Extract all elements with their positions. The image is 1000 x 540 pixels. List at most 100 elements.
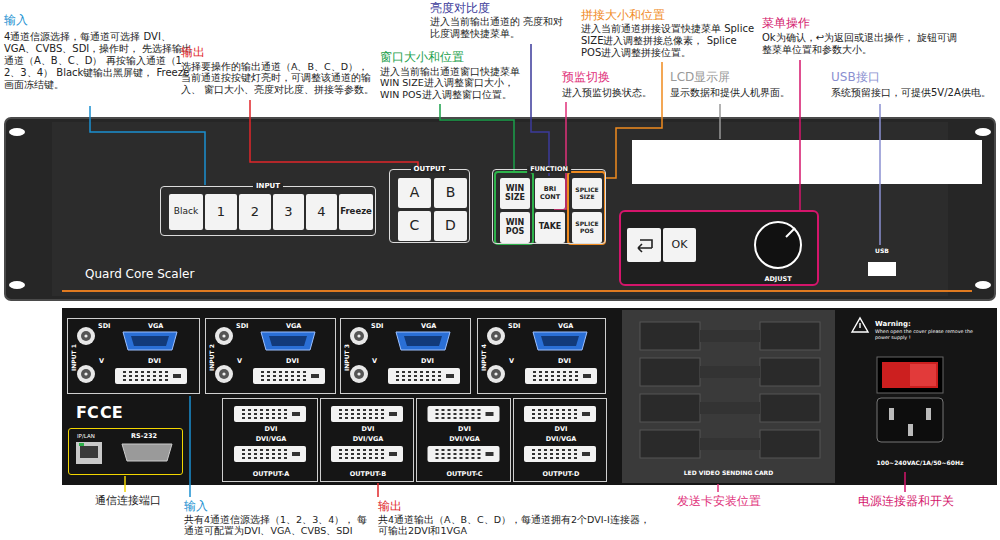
bnc-connector [77, 365, 95, 383]
node-text: INPUT 1 [71, 344, 77, 371]
vga-inner [269, 336, 307, 346]
button: D [434, 211, 467, 241]
dvi-pin [272, 409, 275, 411]
button: 3 [273, 194, 304, 230]
dvi-pin [284, 453, 287, 455]
dvi-pin [278, 409, 281, 411]
dvi-pin [442, 457, 445, 459]
dvi-connector [331, 406, 403, 422]
dvi-pin [466, 417, 469, 419]
callout-text: 共4通道输出（A、B、C、D），每通道拥有2个DVI-I连接器， 可输出2DVI… [378, 514, 658, 537]
dvi-pin [297, 375, 300, 377]
dvi-pin [369, 449, 372, 451]
dvi-pin [448, 409, 451, 411]
dvi-pin [551, 379, 554, 381]
node-text: DVI [321, 426, 415, 433]
card-slot-rail [700, 330, 760, 342]
dvi-pin [141, 375, 144, 377]
dvi-pin [532, 449, 535, 451]
vga-connector [396, 332, 450, 350]
dvi-pin [533, 371, 536, 373]
node-text: VGA [286, 323, 301, 330]
dvi-pin [345, 409, 348, 411]
dvi-pin [272, 417, 275, 419]
dvi-pin [339, 409, 342, 411]
dvi-pin [533, 375, 536, 377]
button-group: OUTPUTABCD [389, 169, 470, 243]
callout-heading: 拼接大小和位置 [581, 8, 665, 22]
card-slot [640, 322, 700, 350]
dvi-pin [478, 453, 481, 455]
callout-heading: 亮度对比度 [430, 1, 490, 15]
dvi-pin [575, 371, 578, 373]
front-panel: Quard Core ScalerINPUTBlack1234FreezeOUT… [5, 118, 995, 300]
leader-line [377, 483, 379, 497]
dvi-pin [272, 449, 275, 451]
dvi-pin [442, 453, 445, 455]
dvi-pin [278, 449, 281, 451]
dvi-pin [375, 409, 378, 411]
dvi-pin [442, 409, 445, 411]
node-text: SDI [236, 323, 249, 330]
node-text: Quard Core Scaler [85, 268, 194, 282]
dvi-pin [345, 413, 348, 415]
lcd-screen [632, 140, 982, 184]
dvi-pin [544, 457, 547, 459]
dvi-pin [339, 457, 342, 459]
dvi-pin [574, 413, 577, 415]
dvi-blade [486, 412, 494, 416]
dvi-pin [272, 457, 275, 459]
dvi-blade [582, 412, 590, 416]
button-label: A [410, 185, 420, 200]
callout-heading: 预监切换 [562, 70, 610, 84]
dvi-pin [396, 375, 399, 377]
bnc-inner [219, 331, 229, 341]
button: Freeze [339, 194, 373, 230]
dvi-pin [550, 449, 553, 451]
node-text: DVI/VGA [223, 436, 319, 443]
input-port-group: INPUT 3SDIVGAVDVI [340, 318, 471, 394]
dvi-pin [408, 379, 411, 381]
dvi-pin [454, 453, 457, 455]
dvi-pin [556, 453, 559, 455]
dvi-pin [254, 417, 257, 419]
dvi-pin [562, 413, 565, 415]
button: SPLICE POS [572, 212, 602, 243]
dvi-pin [472, 417, 475, 419]
dvi-pin [242, 413, 245, 415]
dvi-pin [550, 409, 553, 411]
dvi-pin [466, 453, 469, 455]
bnc-pin [494, 372, 497, 375]
button-label: SPLICE POS [575, 221, 599, 234]
dvi-blade [582, 452, 590, 456]
dvi-pin [466, 457, 469, 459]
dvi-pin [454, 457, 457, 459]
dvi-pin [351, 453, 354, 455]
dvi-pin [248, 449, 251, 451]
callout-text: 进入预监切换状态。 [562, 87, 658, 99]
dvi-pin [351, 449, 354, 451]
dvi-pin [402, 371, 405, 373]
card-slot [760, 322, 820, 350]
dvi-pin [420, 379, 423, 381]
dvi-pin [544, 409, 547, 411]
dvi-pin [478, 413, 481, 415]
button: TAKE [535, 212, 565, 243]
rj45-socket [80, 446, 98, 458]
bnc-pin [357, 372, 360, 375]
callout-text: 进入当前输出通道的 亮度和对比度调整快捷菜单。 [430, 16, 570, 40]
rj45-port [76, 442, 102, 464]
dvi-pin [556, 457, 559, 459]
dvi-pin [402, 375, 405, 377]
node-text: V [237, 358, 242, 365]
dvi-pin [532, 457, 535, 459]
splice-highlight [568, 172, 605, 244]
dvi-pin [574, 417, 577, 419]
dvi-connector [388, 368, 460, 384]
dvi-blade [486, 452, 494, 456]
leader-line [124, 476, 126, 492]
node-text: SDI [508, 323, 521, 330]
dvi-pin [438, 375, 441, 377]
dvi-pin [539, 375, 542, 377]
dvi-pin [273, 375, 276, 377]
